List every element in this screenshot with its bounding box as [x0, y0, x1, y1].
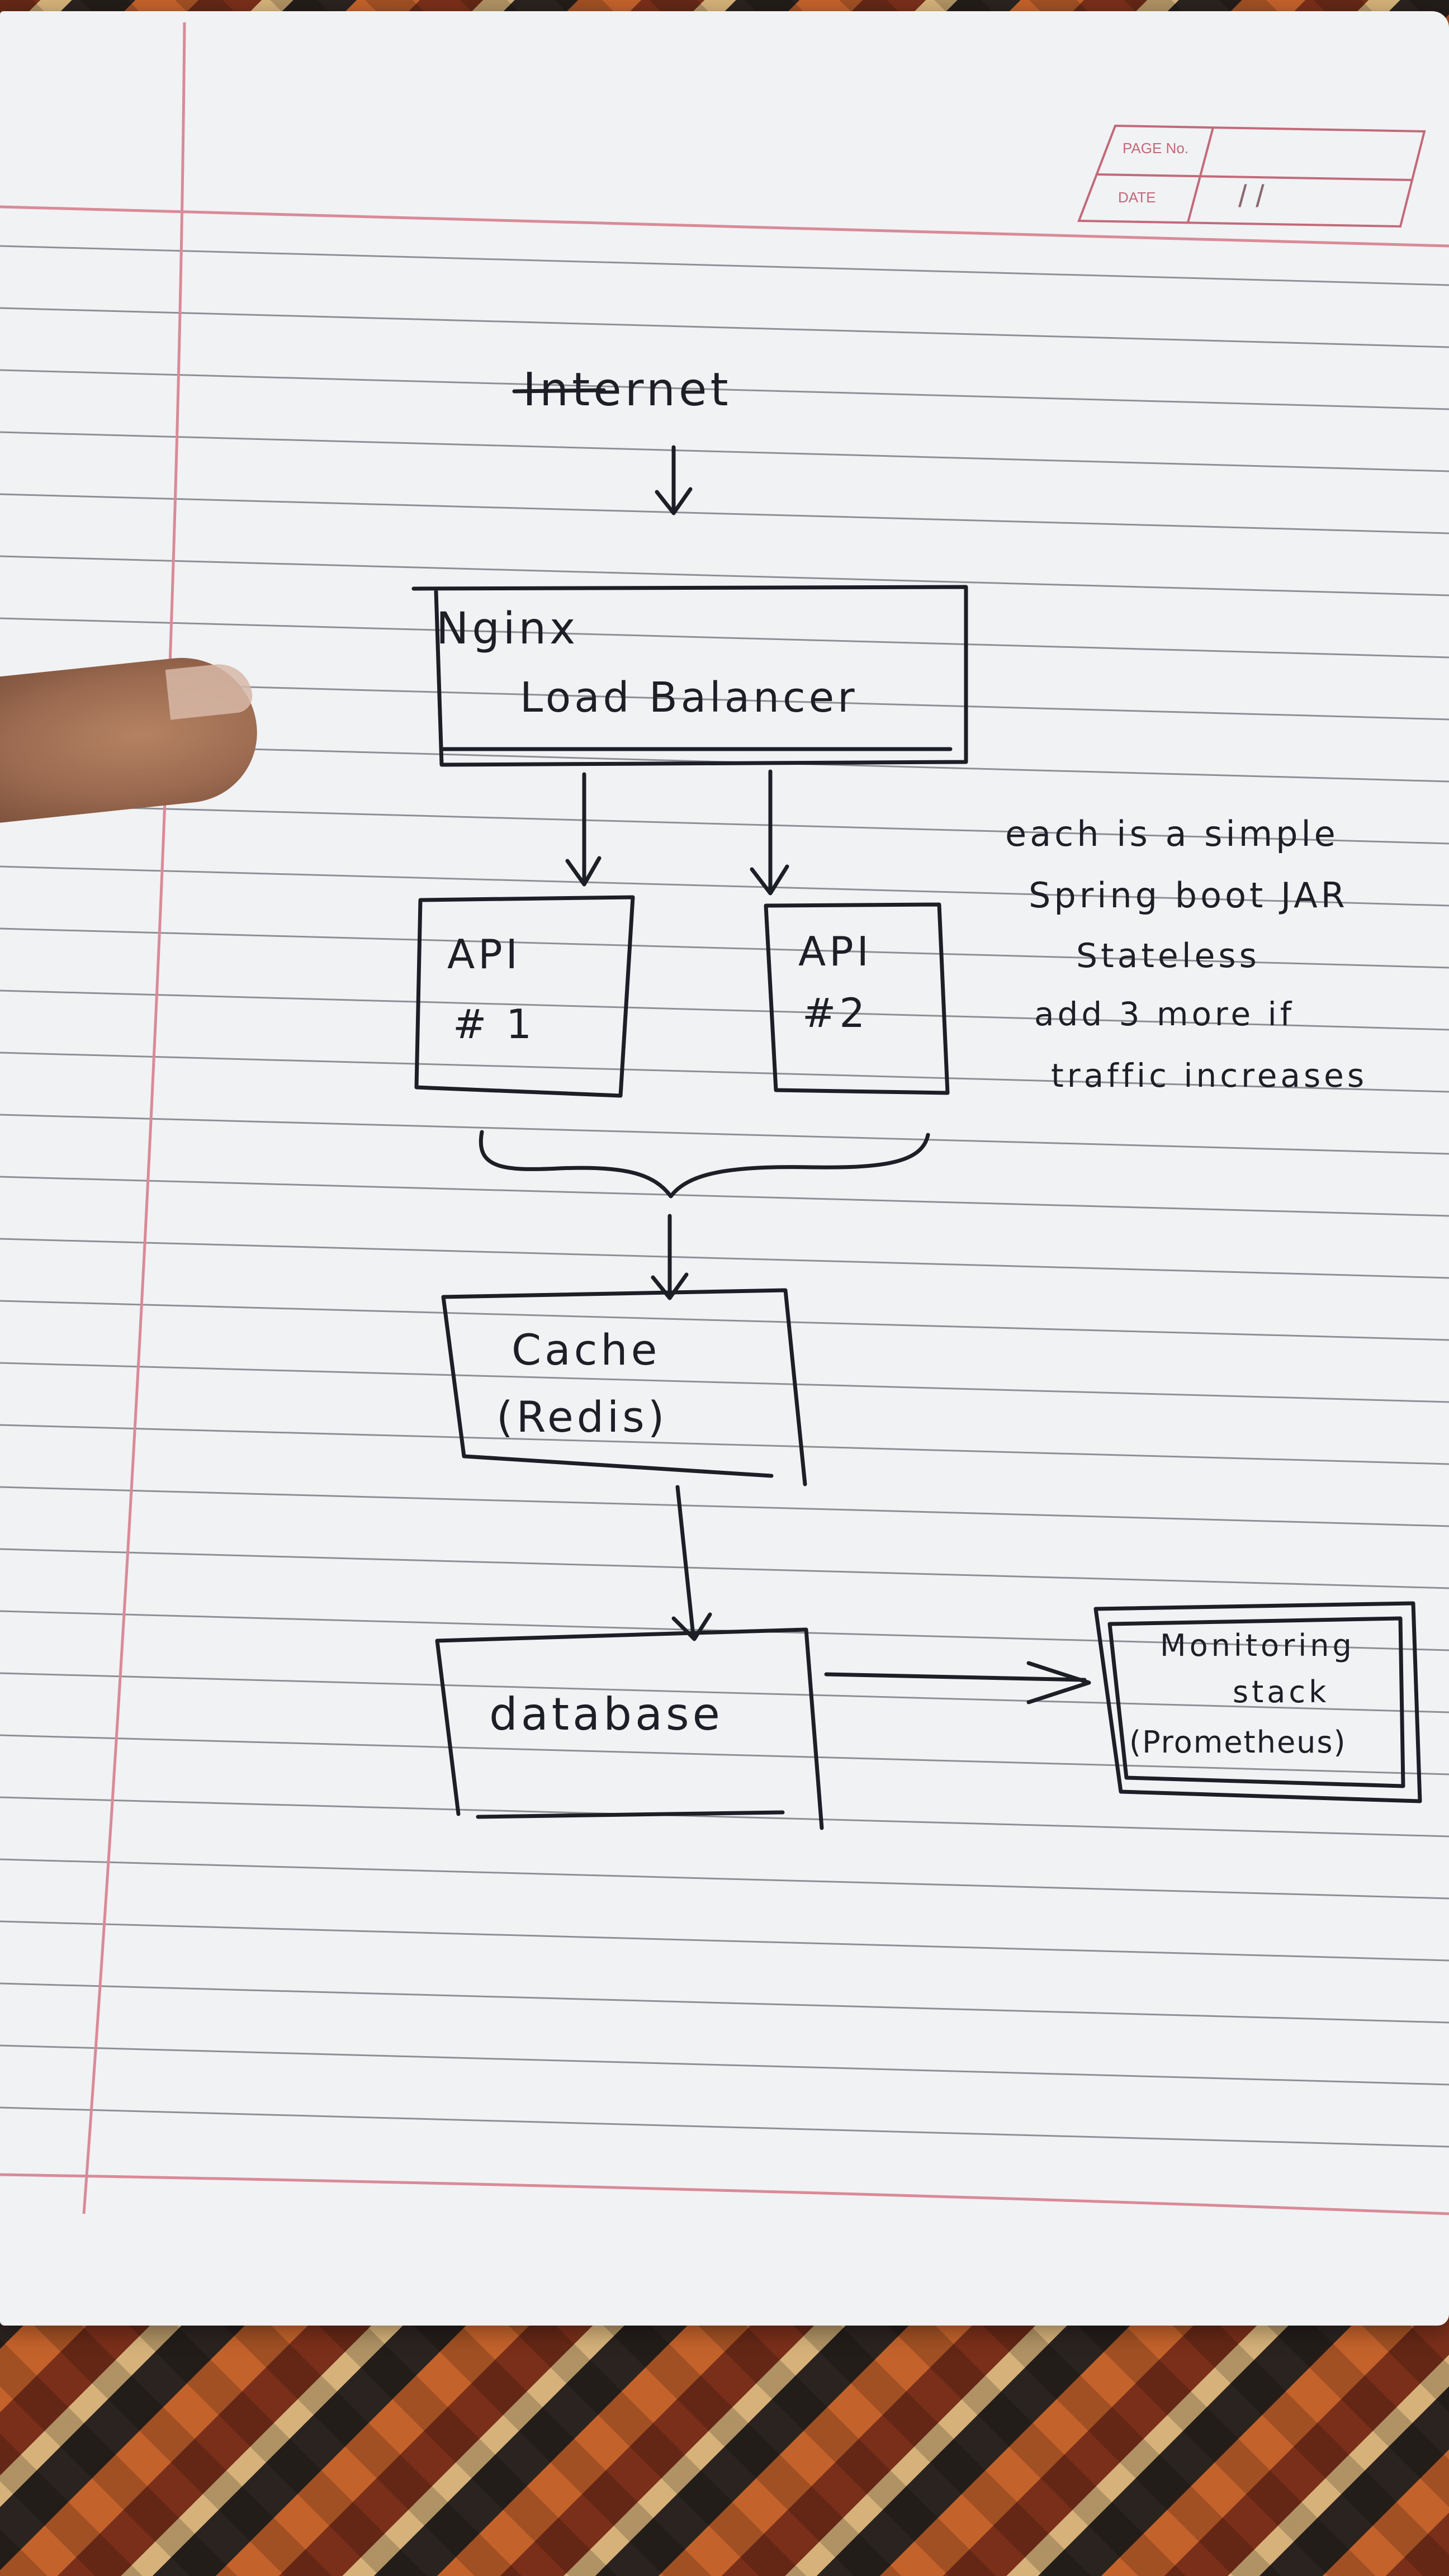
monitoring-label-line3: (Prometheus): [1129, 1725, 1347, 1760]
database-box: [435, 1627, 824, 1830]
rule-line: [0, 927, 1449, 969]
rule-line: [0, 1114, 1449, 1155]
arrow-internet-to-lb: [655, 445, 693, 515]
margin-lines: [0, 22, 1449, 2215]
rule-line: [0, 1672, 1449, 1713]
note-line5: traffic increases: [1051, 1057, 1368, 1095]
cache-box: [441, 1288, 807, 1486]
ruled-lines: [0, 245, 1449, 2148]
rule-line: [0, 1858, 1449, 1900]
internet-label: Internet: [523, 363, 732, 416]
rule-line: [0, 369, 1449, 410]
lb-label-line1: Nginx: [436, 604, 579, 654]
cache-label-line2: (Redis): [496, 1392, 668, 1442]
api2-label-line2: #2: [802, 989, 869, 1036]
rule-line: [0, 617, 1449, 659]
arrow-to-cache: [651, 1214, 689, 1300]
rule-line: [0, 865, 1449, 907]
rule-line: [0, 1548, 1449, 1589]
api2-box: [764, 902, 950, 1095]
rule-line: [0, 1238, 1449, 1279]
page-no-label: PAGE No.: [1123, 140, 1189, 157]
date-value: / /: [1238, 178, 1265, 214]
note-line3: Stateless: [1076, 936, 1260, 976]
api1-label-line1: API: [447, 931, 521, 978]
rule-line: [0, 1052, 1449, 1093]
lb-label-line2: Load Balancer: [520, 674, 858, 722]
note-line2: Spring boot JAR: [1029, 875, 1348, 916]
rule-line: [0, 493, 1449, 534]
rule-line: [0, 989, 1449, 1031]
rule-line: [0, 1920, 1449, 1962]
api2-label-line1: API: [798, 928, 872, 975]
database-label: database: [489, 1688, 723, 1740]
rule-line: [0, 1362, 1449, 1403]
notebook-page: [0, 11, 1449, 2326]
rule-line: [0, 1176, 1449, 1217]
monitoring-box: [1093, 1601, 1422, 1803]
arrow-lb-to-api2: [750, 769, 789, 896]
rule-line: [0, 1796, 1449, 1838]
rule-line: [0, 245, 1449, 286]
page-date-box: [1077, 124, 1426, 228]
arrow-db-to-monitoring: [824, 1661, 1091, 1704]
arrow-lb-to-api1: [565, 772, 602, 887]
rule-line: [0, 2106, 1449, 2148]
rule-line: [0, 555, 1449, 596]
internet-stroke: [512, 388, 606, 394]
monitoring-label-line1: Monitoring: [1160, 1628, 1355, 1663]
curly-brace: [479, 1130, 930, 1199]
api1-box: [414, 895, 635, 1098]
api1-label-line2: # 1: [453, 1001, 536, 1048]
monitoring-label-line2: stack: [1233, 1674, 1330, 1710]
load-balancer-box: [411, 585, 968, 767]
rule-line: [0, 1486, 1449, 1527]
rule-line: [0, 803, 1449, 845]
rule-line: [0, 1424, 1449, 1465]
rule-line: [0, 1982, 1449, 2024]
date-label: DATE: [1118, 189, 1156, 206]
rule-line: [0, 307, 1449, 348]
rule-line: [0, 1300, 1449, 1341]
note-line1: each is a simple: [1005, 813, 1339, 854]
rule-line: [0, 431, 1449, 472]
rule-line: [0, 1734, 1449, 1775]
rule-line: [0, 2044, 1449, 2086]
rule-line: [0, 1610, 1449, 1651]
note-line4: add 3 more if: [1034, 995, 1295, 1033]
arrow-cache-to-db: [671, 1485, 712, 1641]
cache-label-line1: Cache: [512, 1325, 661, 1375]
